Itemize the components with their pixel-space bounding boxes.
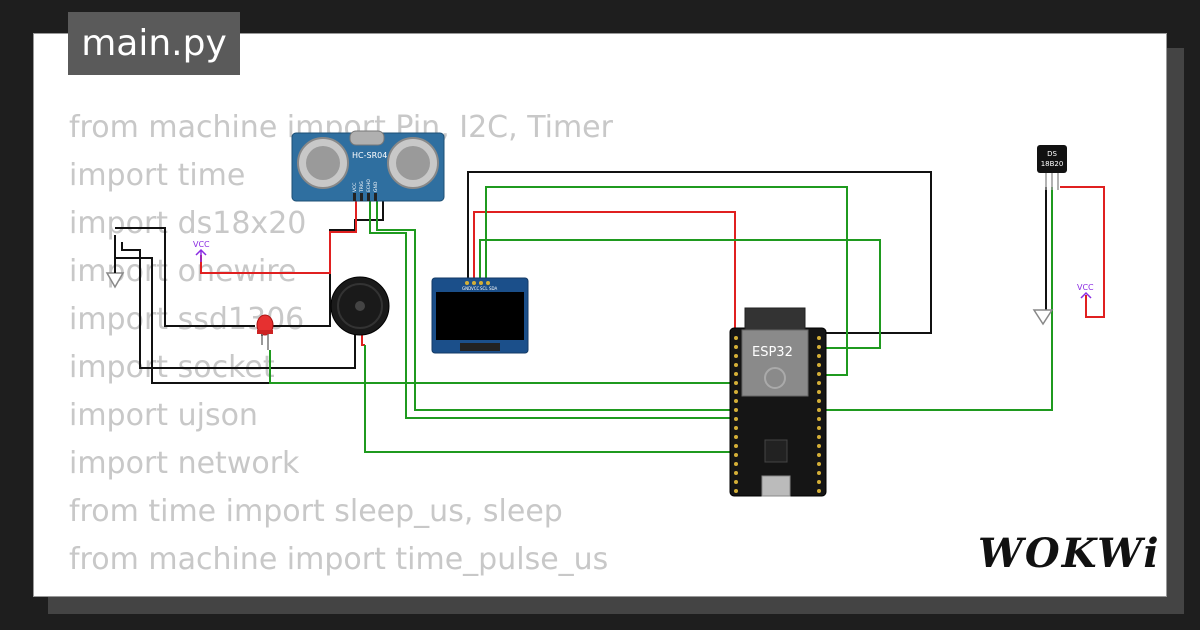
ultrasonic-sensor[interactable]: HC-SR04 VCC TRIG ECHO GND (291, 130, 445, 202)
led-red[interactable] (256, 314, 274, 350)
wire-green (820, 187, 1053, 411)
pin-label: VCC (352, 183, 358, 192)
pin-header-left (734, 336, 738, 493)
svg-text:VCC: VCC (1077, 283, 1094, 292)
pin-label: SDA (489, 286, 498, 291)
wire-green (376, 200, 735, 411)
sensor-label: 18B20 (1041, 160, 1064, 168)
wokwi-logo[interactable]: WOKWi (978, 530, 1161, 577)
file-tab[interactable]: main.py (68, 12, 240, 75)
preview-card: from machine import Pin, I2C, Timer impo… (33, 33, 1167, 597)
wire-black (121, 242, 356, 369)
code-line: from machine import time_pulse_us (69, 542, 609, 577)
pin-label: VCC (471, 286, 480, 291)
wire-black (467, 171, 932, 334)
ground-symbol-left (105, 258, 125, 289)
pin-label: TRIG (359, 181, 365, 193)
wire-black (115, 227, 255, 327)
svg-text:VCC: VCC (193, 240, 210, 249)
esp32-board[interactable]: ESP32 (729, 307, 827, 497)
sensor-label: DS (1047, 150, 1057, 158)
wire-red (200, 200, 357, 274)
wire-green (479, 239, 881, 349)
temperature-sensor[interactable]: DS 18B20 (1037, 145, 1067, 190)
code-line: from time import sleep_us, sleep (69, 494, 563, 529)
ultrasonic-label: HC-SR04 (352, 151, 387, 160)
wire-green (364, 345, 735, 453)
ground-symbol-right (1032, 309, 1054, 326)
wire-green (369, 200, 735, 419)
wire-red (473, 211, 736, 335)
wire-green (269, 350, 735, 384)
code-line: import onewire (69, 254, 297, 289)
pin-label: SCL (480, 286, 488, 291)
pin-label: GND (462, 286, 471, 291)
pin-header-right (817, 336, 821, 493)
wire-green (485, 186, 848, 376)
code-line: import network (69, 446, 300, 481)
wire-black (114, 235, 272, 384)
vcc-symbol-right: VCC (1077, 283, 1094, 299)
oled-display[interactable]: GND VCC SCL SDA (431, 277, 529, 354)
code-line: import time (69, 158, 246, 193)
pin-label: GND (373, 181, 379, 192)
pin-label: ECHO (366, 179, 372, 192)
wires (114, 171, 1105, 453)
code-line: import ujson (69, 398, 258, 433)
code-line: import ds18x20 (69, 206, 307, 241)
buzzer[interactable] (330, 276, 390, 336)
esp32-label: ESP32 (752, 345, 793, 360)
wire-red (1060, 186, 1105, 318)
wire-red (361, 335, 365, 346)
vcc-symbol-left: VCC (193, 240, 210, 262)
code-listing: from machine import Pin, I2C, Timer impo… (69, 104, 613, 584)
